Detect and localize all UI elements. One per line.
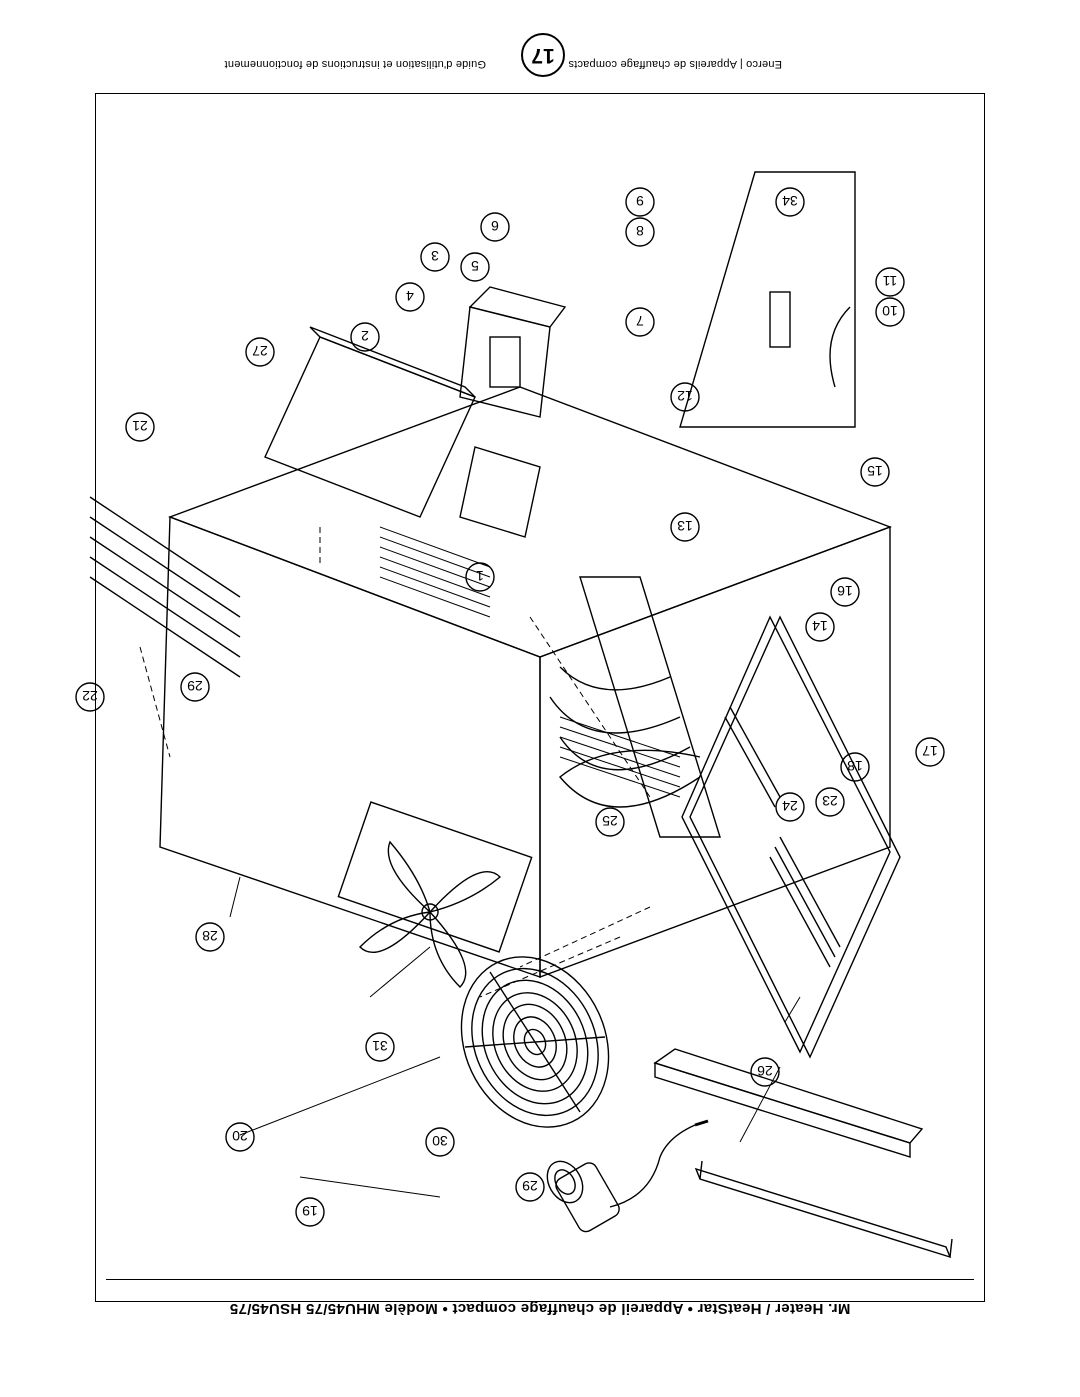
heater-housing-28 (159, 386, 892, 979)
svg-text:25: 25 (602, 813, 618, 829)
callout-2: 2 (350, 322, 380, 352)
svg-text:10: 10 (882, 303, 898, 319)
callout-23: 23 (815, 787, 845, 817)
callout-28: 28 (195, 922, 225, 952)
callout-12: 12 (670, 382, 700, 412)
svg-text:6: 6 (491, 218, 499, 234)
svg-text:7: 7 (636, 313, 644, 329)
callout-16: 16 (830, 577, 860, 607)
svg-text:13: 13 (677, 518, 693, 534)
control-box (459, 286, 567, 418)
svg-text:30: 30 (432, 1133, 448, 1149)
svg-text:27: 27 (252, 343, 268, 359)
svg-text:21: 21 (132, 418, 148, 434)
dashed-connectors (139, 527, 651, 998)
callout-5: 5 (460, 252, 490, 282)
svg-text:31: 31 (372, 1038, 388, 1054)
callout-15: 15 (860, 457, 890, 487)
front-grille-26 (681, 615, 901, 1059)
svg-text:9: 9 (636, 193, 644, 209)
svg-text:24: 24 (782, 798, 798, 814)
motor-30 (546, 1119, 709, 1233)
callout-20: 20 (225, 1122, 255, 1152)
callout-26: 26 (750, 1057, 780, 1087)
svg-text:17: 17 (922, 743, 938, 759)
svg-text:22: 22 (82, 688, 98, 704)
svg-text:18: 18 (847, 758, 863, 774)
callout-1: 1 (465, 562, 495, 592)
svg-text:14: 14 (812, 618, 828, 634)
callout-11: 11 (875, 267, 905, 297)
callout-19: 19 (295, 1197, 325, 1227)
callout-leaders (229, 876, 801, 1198)
callout-3: 3 (420, 242, 450, 272)
svg-text:2: 2 (361, 328, 369, 344)
callout-7: 7 (625, 307, 655, 337)
callout-29: 29 (180, 672, 210, 702)
svg-text:8: 8 (636, 223, 644, 239)
callout-32: 31 (365, 1032, 395, 1062)
svg-text:29: 29 (187, 678, 203, 694)
svg-text:5: 5 (471, 258, 479, 274)
thermostat-assembly (679, 171, 856, 428)
callout-21: 21 (125, 412, 155, 442)
circuit-board-1 (459, 446, 541, 538)
callout-6: 6 (480, 212, 510, 242)
callout-10: 10 (875, 297, 905, 327)
svg-text:12: 12 (677, 388, 693, 404)
svg-text:34: 34 (782, 193, 798, 209)
svg-text:19: 19 (302, 1203, 318, 1219)
svg-text:26: 26 (757, 1063, 773, 1079)
svg-text:4: 4 (406, 288, 414, 304)
callout-14: 14 (805, 612, 835, 642)
heating-element-25 (549, 576, 721, 838)
callout-31: 30 (425, 1127, 455, 1157)
svg-text:11: 11 (883, 273, 898, 289)
svg-text:16: 16 (837, 583, 853, 599)
svg-text:29: 29 (522, 1178, 538, 1194)
callout-4: 4 (395, 282, 425, 312)
callout-8: 8 (625, 217, 655, 247)
callout-27: 27 (245, 337, 275, 367)
svg-text:20: 20 (232, 1128, 248, 1144)
callout-30: 29 (515, 1172, 545, 1202)
callout-34: 34 (775, 187, 805, 217)
callout-9: 9 (625, 187, 655, 217)
rail-set-21 (89, 496, 241, 678)
callout-18: 18 (840, 752, 870, 782)
top-panel-27 (264, 326, 476, 518)
svg-text:1: 1 (476, 568, 484, 584)
fan-blade-32 (359, 840, 502, 988)
svg-text:3: 3 (431, 248, 439, 264)
trim-strip-20 (653, 1048, 924, 1158)
trim-strip-19 (694, 1160, 953, 1259)
callout-13: 13 (670, 512, 700, 542)
callout-17: 17 (915, 737, 945, 767)
svg-text:23: 23 (822, 793, 838, 809)
svg-text:15: 15 (867, 463, 883, 479)
callout-24: 24 (775, 792, 805, 822)
callout-22: 22 (75, 682, 105, 712)
callout-25: 25 (595, 807, 625, 837)
callouts: 19 20 29 30 31 26 28 25 24 23 18 17 29 2… (75, 187, 945, 1227)
svg-text:28: 28 (202, 928, 218, 944)
